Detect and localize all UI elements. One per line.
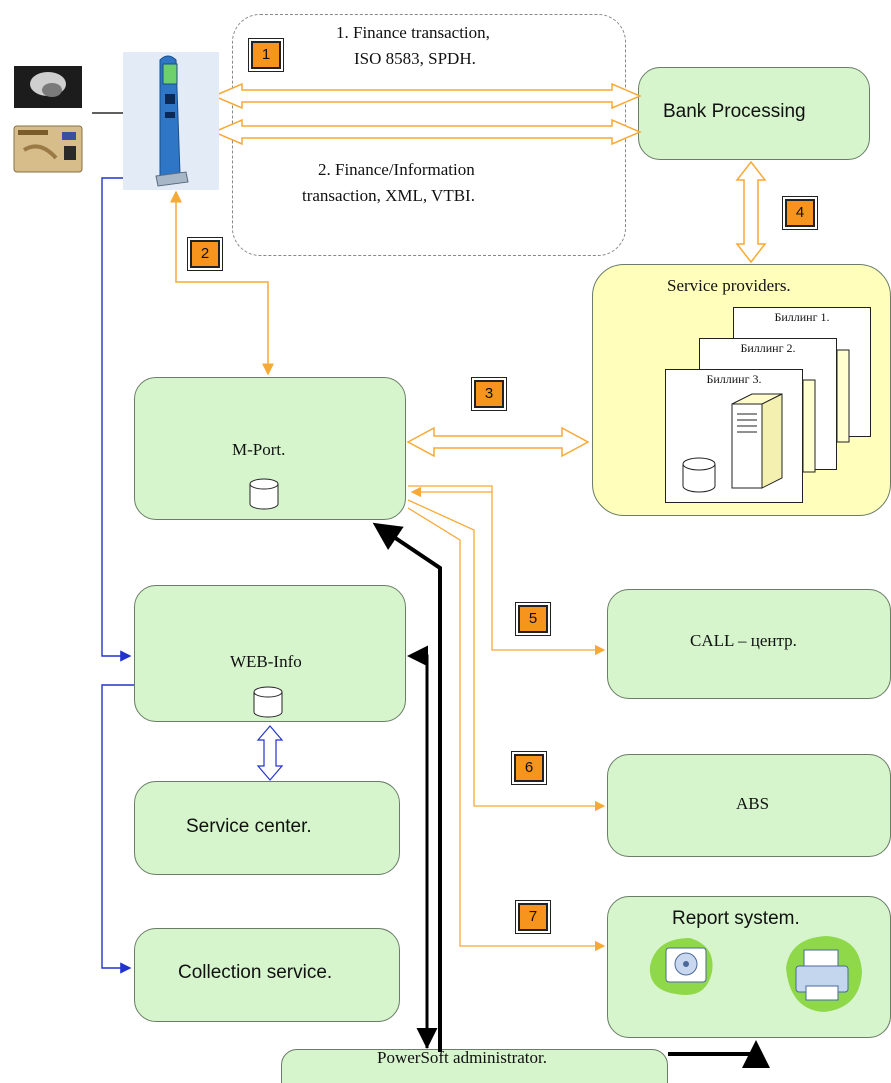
marker-1: 1 — [248, 38, 284, 72]
service-center-box — [134, 781, 400, 875]
marker-7: 7 — [515, 900, 551, 934]
bank-processing-label: Bank Processing — [663, 101, 806, 122]
service-center-label: Service center. — [186, 816, 312, 837]
kiosk-bank-arrow-1 — [212, 82, 642, 110]
disc-drive-icon — [649, 938, 713, 996]
billing-1-label: Биллинг 1. — [774, 310, 830, 324]
marker-5: 5 — [515, 602, 551, 636]
webinfo-collection-link — [101, 684, 134, 974]
admin-mport-link — [372, 522, 442, 1052]
collection-service-label: Collection service. — [178, 962, 333, 983]
kiosk-mport-link — [175, 192, 274, 376]
marker-6: 6 — [511, 751, 547, 785]
abs-box — [607, 754, 891, 857]
abs-label: ABS — [736, 794, 770, 813]
billing-database-icon — [682, 457, 716, 493]
webinfo-servicecenter-arrow — [256, 725, 284, 781]
billing-server-icon — [731, 393, 783, 489]
transaction-line-3: 2. Finance/Information — [318, 160, 475, 179]
webinfo-database-icon — [253, 686, 283, 718]
printer-icon — [786, 936, 862, 1012]
marker-2: 2 — [187, 237, 223, 271]
transaction-line-1: 1. Finance transaction, — [336, 23, 490, 42]
mport-report-link — [407, 507, 606, 952]
transaction-line-2: ISO 8583, SPDH. — [354, 49, 476, 68]
mport-call-link — [408, 485, 606, 656]
call-center-box — [607, 589, 891, 699]
web-info-label: WEB-Info — [230, 652, 302, 671]
bank-processing-box — [638, 67, 870, 160]
service-providers-label: Service providers. — [667, 276, 791, 295]
mport-providers-arrow — [406, 426, 590, 458]
banknotes-icon — [14, 66, 82, 108]
admin-report-link — [668, 1040, 770, 1068]
transaction-line-4: transaction, XML, VTBI. — [302, 186, 475, 205]
bank-card-icon — [13, 125, 83, 173]
kiosk-bank-arrow-2 — [212, 118, 642, 146]
marker-4: 4 — [782, 196, 818, 230]
collection-service-box — [134, 928, 400, 1022]
mport-database-icon — [249, 478, 279, 510]
admin-webinfo-link — [407, 645, 429, 1048]
billing-2-label: Биллинг 2. — [740, 341, 796, 355]
m-port-label: M-Port. — [232, 440, 286, 459]
report-system-label: Report system. — [672, 908, 800, 929]
billing-3-label: Биллинг 3. — [706, 372, 762, 386]
bank-providers-arrow — [735, 160, 767, 264]
mport-abs-link — [407, 499, 606, 812]
billing-server-slivers — [802, 349, 850, 473]
marker-3: 3 — [471, 377, 507, 411]
payment-kiosk-icon — [123, 52, 219, 190]
call-center-label: CALL – центр. — [690, 631, 797, 650]
kiosk-webinfo-link — [101, 177, 132, 662]
powersoft-admin-box — [281, 1049, 668, 1083]
powersoft-admin-label: PowerSoft administrator. — [377, 1048, 547, 1067]
